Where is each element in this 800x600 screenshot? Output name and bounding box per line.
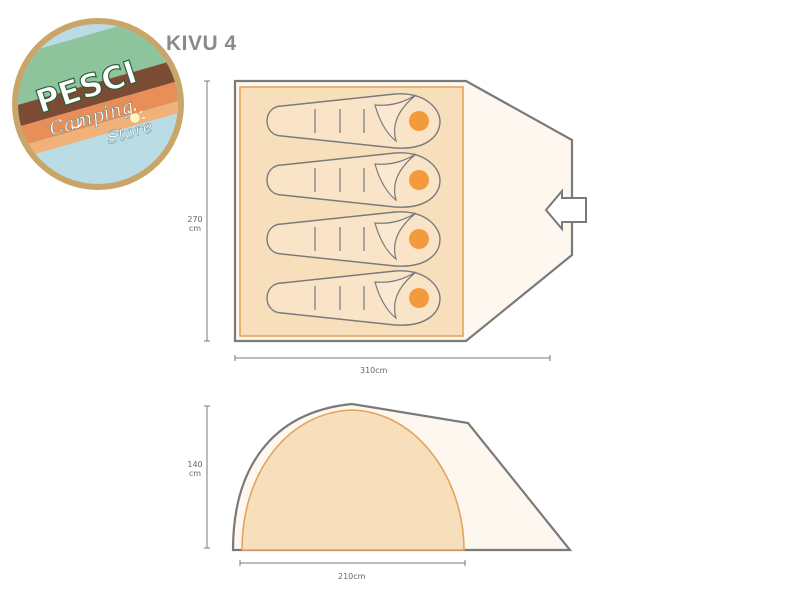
arrow-left-icon: [544, 188, 587, 232]
sun-icon: [127, 108, 145, 123]
height-unit: cm: [188, 469, 202, 478]
depth-label: 270 cm: [186, 215, 204, 233]
sleeper-head: [409, 111, 429, 131]
floor-width-label: 310cm: [360, 366, 388, 375]
side-view: [231, 402, 573, 552]
side-width-label: 210cm: [338, 572, 366, 581]
inner-tent-profile: [241, 409, 465, 551]
floor-plan-dimensions: [204, 80, 551, 361]
side-view-dimensions: [204, 405, 466, 566]
moon-icon: [70, 118, 82, 129]
depth-value: 270: [187, 215, 203, 224]
depth-unit: cm: [188, 224, 202, 233]
sleeping-bag: [266, 93, 441, 149]
height-label: 140 cm: [186, 460, 204, 478]
sleeper-head: [409, 229, 429, 249]
sleeping-bags: [266, 93, 441, 326]
sleeping-bag: [266, 270, 441, 326]
sleeper-head: [409, 288, 429, 308]
floor-plan: [233, 79, 587, 343]
sleeping-bag: [266, 211, 441, 267]
sleeper-head: [409, 170, 429, 190]
height-value: 140: [187, 460, 203, 469]
store-logo: PESCI Camping Store: [12, 18, 184, 190]
sleeping-bag: [266, 152, 441, 208]
product-title: KIVU 4: [166, 32, 237, 55]
